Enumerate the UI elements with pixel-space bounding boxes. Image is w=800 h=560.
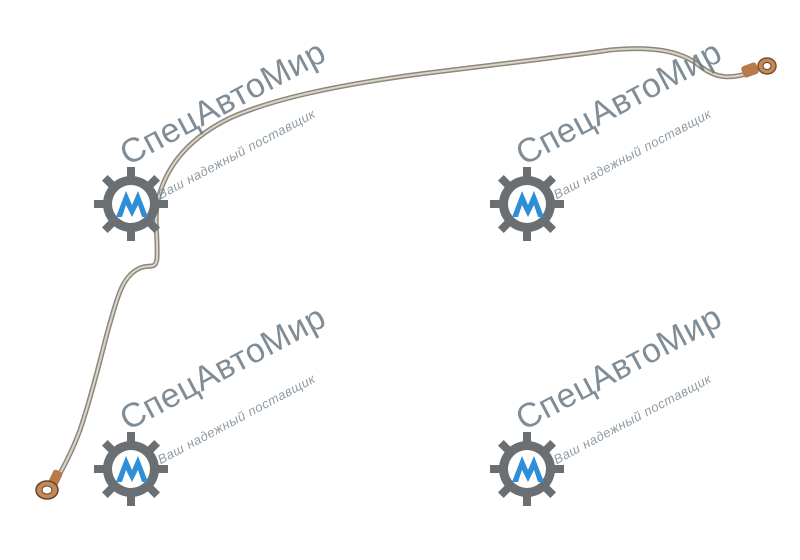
watermark: СпецАвтоМир Ваш надежный поставщик	[92, 298, 432, 560]
right-banjo-fitting	[741, 57, 777, 78]
watermark: СпецАвтоМир Ваш надежный поставщик	[488, 298, 800, 560]
gear-logo-icon	[490, 167, 564, 241]
gear-logo-icon	[94, 167, 168, 241]
watermark: СпецАвтоМир Ваш надежный поставщик	[92, 33, 432, 295]
fuel-pipe	[35, 46, 777, 500]
watermark: СпецАвтоМир Ваш надежный поставщик	[488, 33, 800, 295]
left-banjo-fitting	[35, 469, 63, 500]
gear-logo-icon	[94, 432, 168, 506]
gear-logo-icon	[490, 432, 564, 506]
product-photo: СпецАвтоМир Ваш надежный поставщик СпецА…	[35, 33, 800, 506]
